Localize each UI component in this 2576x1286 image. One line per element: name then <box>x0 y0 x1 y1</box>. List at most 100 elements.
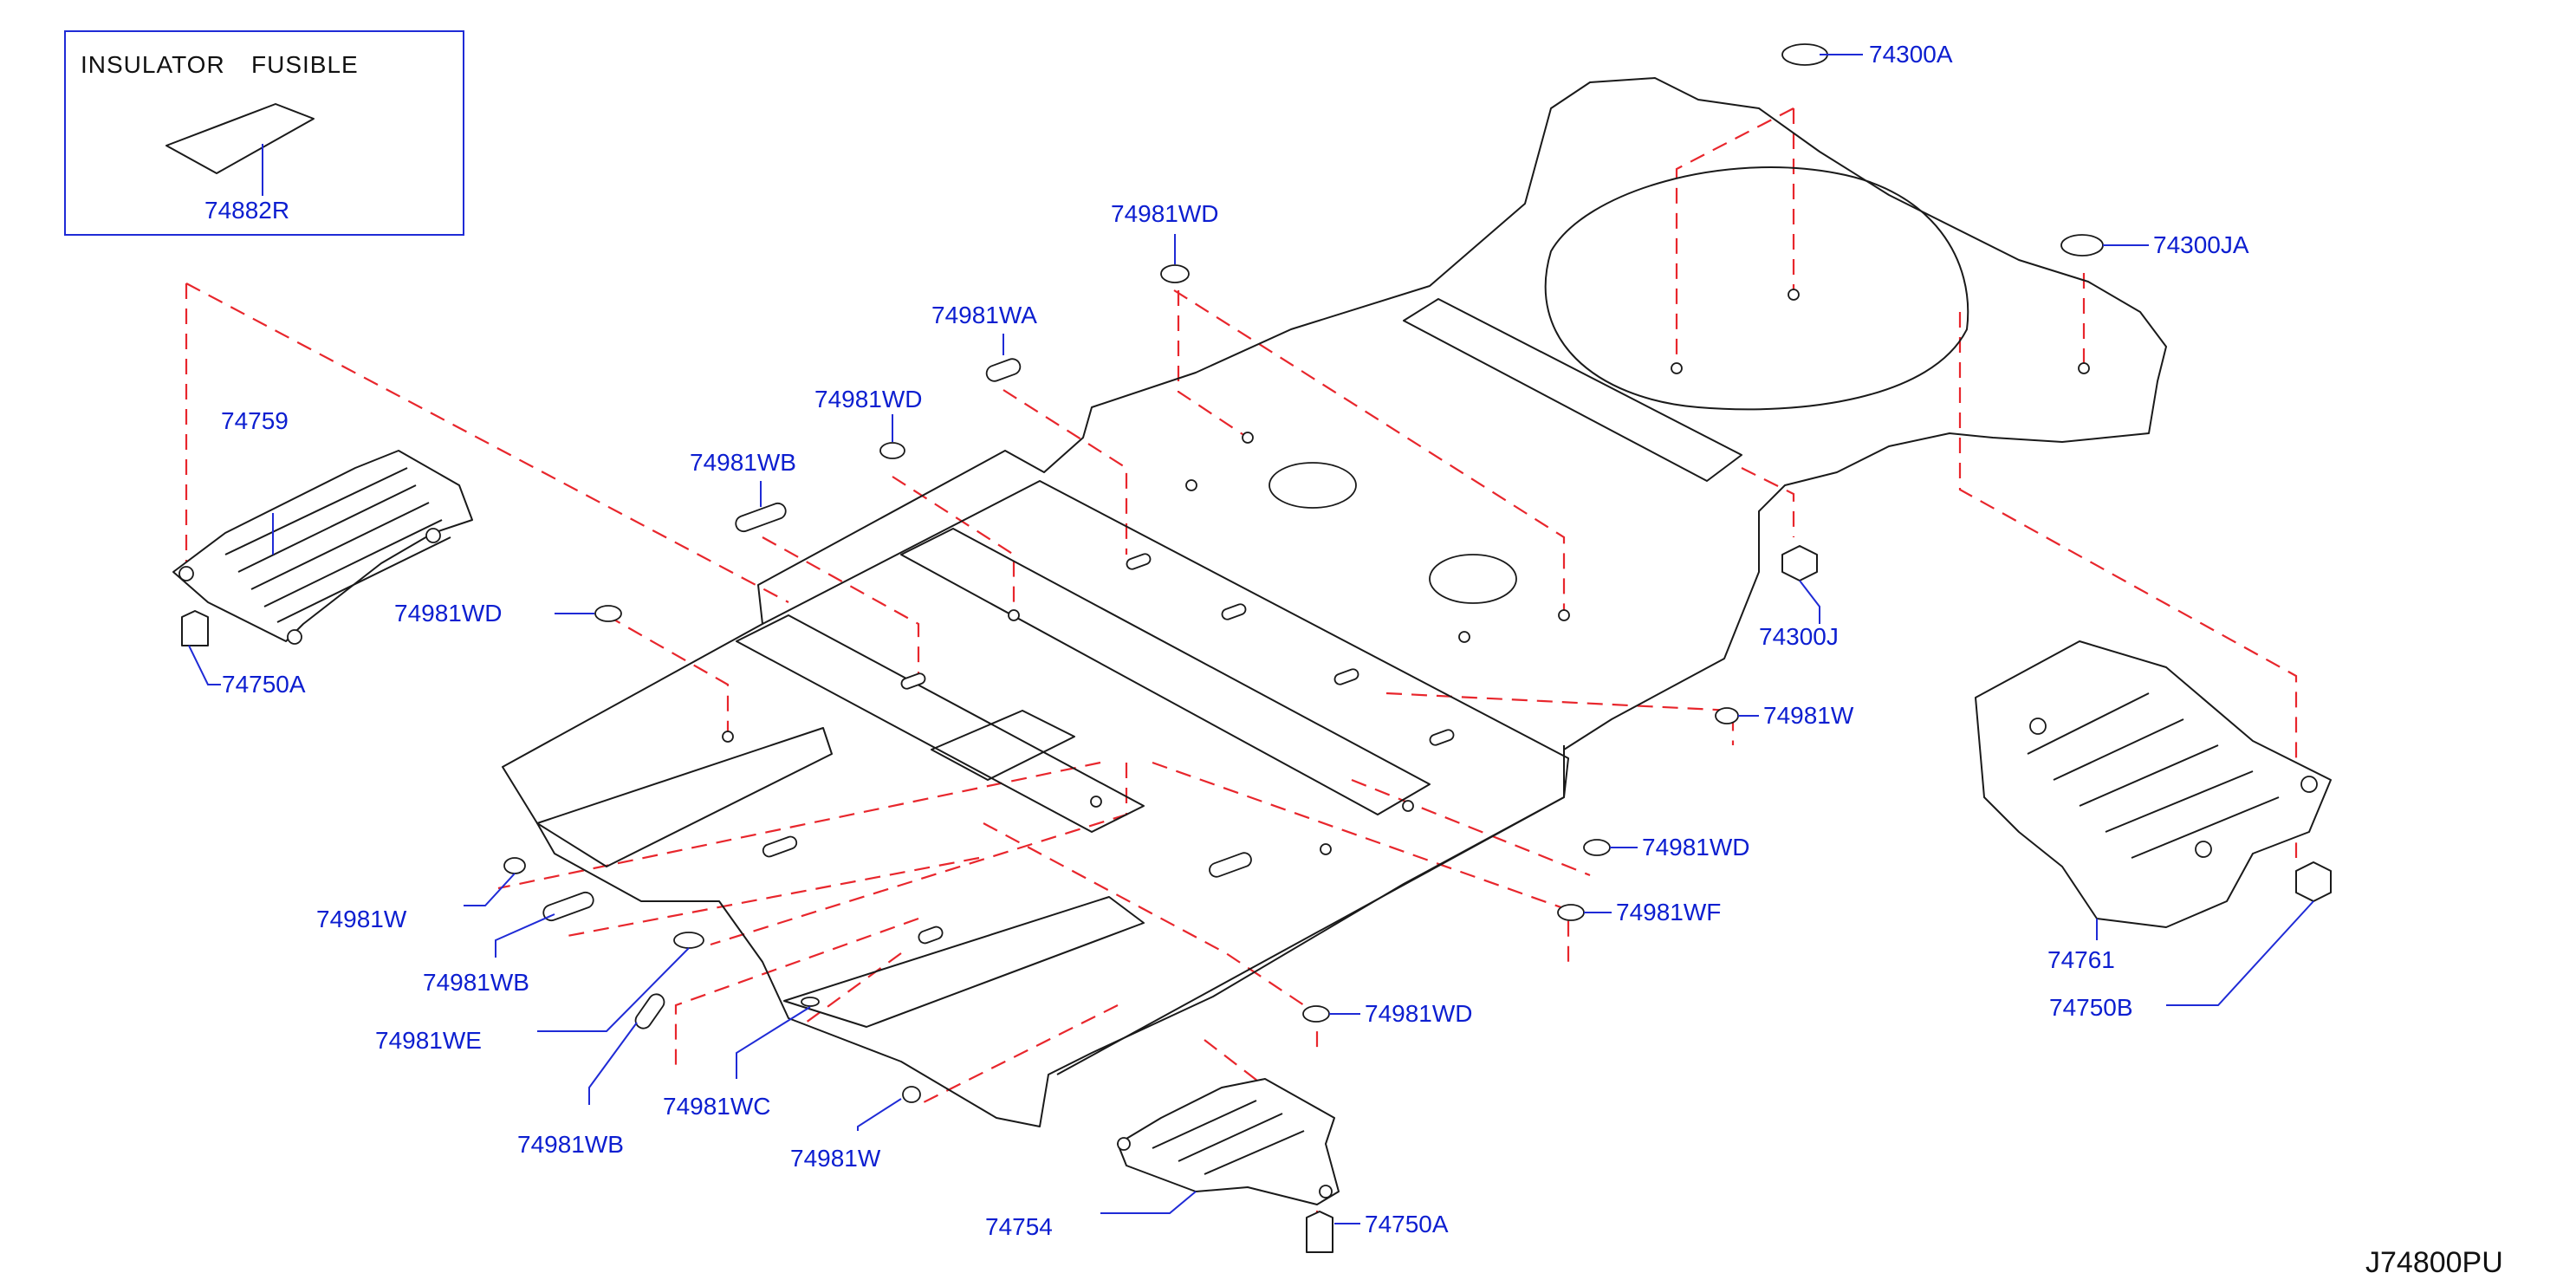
plug-74981WF <box>1557 904 1585 921</box>
label-74981WD-2: 74981WD <box>814 386 923 412</box>
access-hole-1 <box>1269 462 1357 509</box>
dash-74300A-left <box>1675 107 1794 368</box>
leader-74981W-bottom <box>857 1098 902 1131</box>
left-front-well <box>536 727 833 867</box>
dash-74981WC <box>805 952 902 1023</box>
label-74750B: 74750B <box>2049 994 2133 1021</box>
plug-74981WA <box>985 358 1022 382</box>
leader-74750B <box>2166 900 2314 1006</box>
label-74300J: 74300J <box>1759 623 1839 650</box>
dash-74981WB-2 <box>567 856 980 938</box>
plug-74981W-bottom <box>902 1086 921 1103</box>
label-74750A-bottom: 74750A <box>1365 1211 1449 1237</box>
dash-74981W-bottom <box>918 1004 1119 1106</box>
dash-74981WB-3 <box>674 917 919 1066</box>
label-74981WA: 74981WA <box>931 302 1037 328</box>
slot-4 <box>1429 729 1455 746</box>
label-74300A: 74300A <box>1869 41 1953 68</box>
label-74981WF: 74981WF <box>1616 899 1721 926</box>
bolt-74750A-left <box>181 610 209 646</box>
cross-beam-2 <box>931 710 1075 781</box>
label-74981WD-top: 74981WD <box>1111 200 1219 227</box>
plug-74981WB-2 <box>542 891 594 922</box>
dash-74981WD-2 <box>892 476 1015 615</box>
insulator-74759 <box>172 450 473 645</box>
slot-2 <box>1221 603 1247 620</box>
label-74981WD-r1: 74981WD <box>1642 834 1750 861</box>
hole-b <box>1185 479 1197 491</box>
access-hole-2 <box>1429 554 1517 604</box>
hole-c <box>1671 362 1683 374</box>
label-74759: 74759 <box>221 407 289 434</box>
dash-74981WA <box>1002 389 1128 555</box>
plug-74981WC <box>801 997 820 1007</box>
label-74981W-bottom: 74981W <box>790 1145 881 1172</box>
plug-74300JA <box>2060 234 2104 257</box>
leader-74981WB-2 <box>495 913 555 958</box>
dash-74981WD-r1 <box>1351 778 1591 877</box>
dash-74981WB-1 <box>762 536 920 685</box>
inset-title-fusible: FUSIBLE <box>251 51 359 78</box>
plug-74981WB-1 <box>735 502 787 533</box>
label-74981WB-1: 74981WB <box>690 449 796 476</box>
plug-74981WD-2 <box>879 442 905 459</box>
slot-8 <box>918 926 944 945</box>
hole-d <box>1788 289 1800 301</box>
hole-g <box>1008 609 1020 621</box>
right-side-rail <box>1056 745 1565 1075</box>
label-74981WD-r2: 74981WD <box>1365 1000 1473 1027</box>
leader-74981WB-3 <box>588 1022 638 1105</box>
plug-74981WB-3 <box>634 993 665 1029</box>
plug-74981WD-left <box>594 605 622 622</box>
leader-74750A-left <box>188 645 221 685</box>
dash-74761 <box>1958 312 2298 858</box>
label-74981WB-2: 74981WB <box>423 969 529 996</box>
hole-k <box>1320 843 1332 855</box>
dash-74981WD-left <box>606 614 730 737</box>
dash-74759-diagonal <box>185 283 789 603</box>
leader-74981W-left <box>464 873 516 906</box>
label-74754: 74754 <box>985 1213 1053 1240</box>
slot-5 <box>900 672 926 690</box>
label-74981W-right: 74981W <box>1763 702 1854 729</box>
grommet-74300J <box>1781 545 1818 581</box>
hole-h <box>722 731 734 743</box>
hole-i <box>1458 631 1470 643</box>
hole-f <box>1558 609 1570 621</box>
label-74981W-left: 74981W <box>316 906 407 932</box>
inset-panel: INSULATOR FUSIBLE 74882R <box>64 30 464 236</box>
dash-74981WD-top-a <box>1177 290 1249 438</box>
insulator-74761 <box>1975 640 2332 928</box>
insulator-74754 <box>1117 1078 1340 1205</box>
dash-74981WD-top <box>1173 289 1566 615</box>
label-74882R: 74882R <box>204 197 289 224</box>
hole-e <box>2078 362 2090 374</box>
leader-74300J <box>1799 580 1820 624</box>
plug-74981WE <box>673 932 704 949</box>
label-74981WD-left: 74981WD <box>394 600 503 627</box>
hole-a <box>1242 432 1254 444</box>
leader-74981WE <box>537 947 690 1032</box>
plug-74981WD-top <box>1160 264 1190 283</box>
plugs <box>181 43 2332 1253</box>
slot-3 <box>1333 668 1359 685</box>
floor-panel <box>502 77 2167 1127</box>
label-74981WC: 74981WC <box>663 1093 771 1120</box>
rear-pan-contour <box>1544 166 1969 411</box>
hole-l <box>1090 796 1102 808</box>
slot-7 <box>1209 852 1252 878</box>
cross-beam-1 <box>736 614 1145 833</box>
center-tunnel <box>900 528 1431 815</box>
clip-74750B <box>2295 861 2332 902</box>
inset-frame <box>64 30 464 236</box>
rear-crossmember <box>1403 298 1742 482</box>
slot-1 <box>1126 553 1152 570</box>
diagram-reference-code: J74800PU <box>2365 1246 2503 1279</box>
leader-74754 <box>1100 1191 1197 1214</box>
label-74981WB-3: 74981WB <box>517 1131 624 1158</box>
plug-74981WD-r2 <box>1302 1005 1330 1023</box>
dash-74981WD-r2 <box>983 822 1319 1049</box>
plug-74981WD-r1 <box>1583 839 1611 856</box>
bolt-74750A-bottom <box>1306 1211 1333 1253</box>
